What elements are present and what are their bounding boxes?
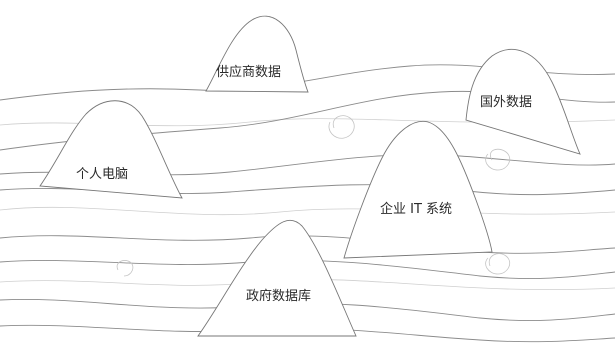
faint-wave-2 — [0, 206, 615, 216]
mound-pc — [39, 100, 183, 199]
curl-1 — [328, 115, 355, 139]
label-enterprise: 企业 IT 系统 — [380, 202, 453, 217]
label-supplier: 供应商数据 — [216, 65, 282, 80]
wave-5 — [0, 235, 615, 254]
mound-foreign — [465, 48, 581, 155]
curls — [116, 115, 511, 277]
curl-3 — [485, 253, 511, 275]
label-pc: 个人电脑 — [76, 167, 129, 182]
curl-4 — [116, 260, 134, 277]
curl-2 — [485, 148, 511, 171]
mound-supplier — [205, 15, 309, 93]
wave-6 — [0, 259, 615, 279]
label-foreign: 国外数据 — [480, 95, 533, 110]
mounds — [39, 15, 581, 337]
label-government: 政府数据库 — [246, 289, 312, 304]
mound-enterprise — [343, 120, 493, 259]
mound-government — [197, 219, 357, 337]
